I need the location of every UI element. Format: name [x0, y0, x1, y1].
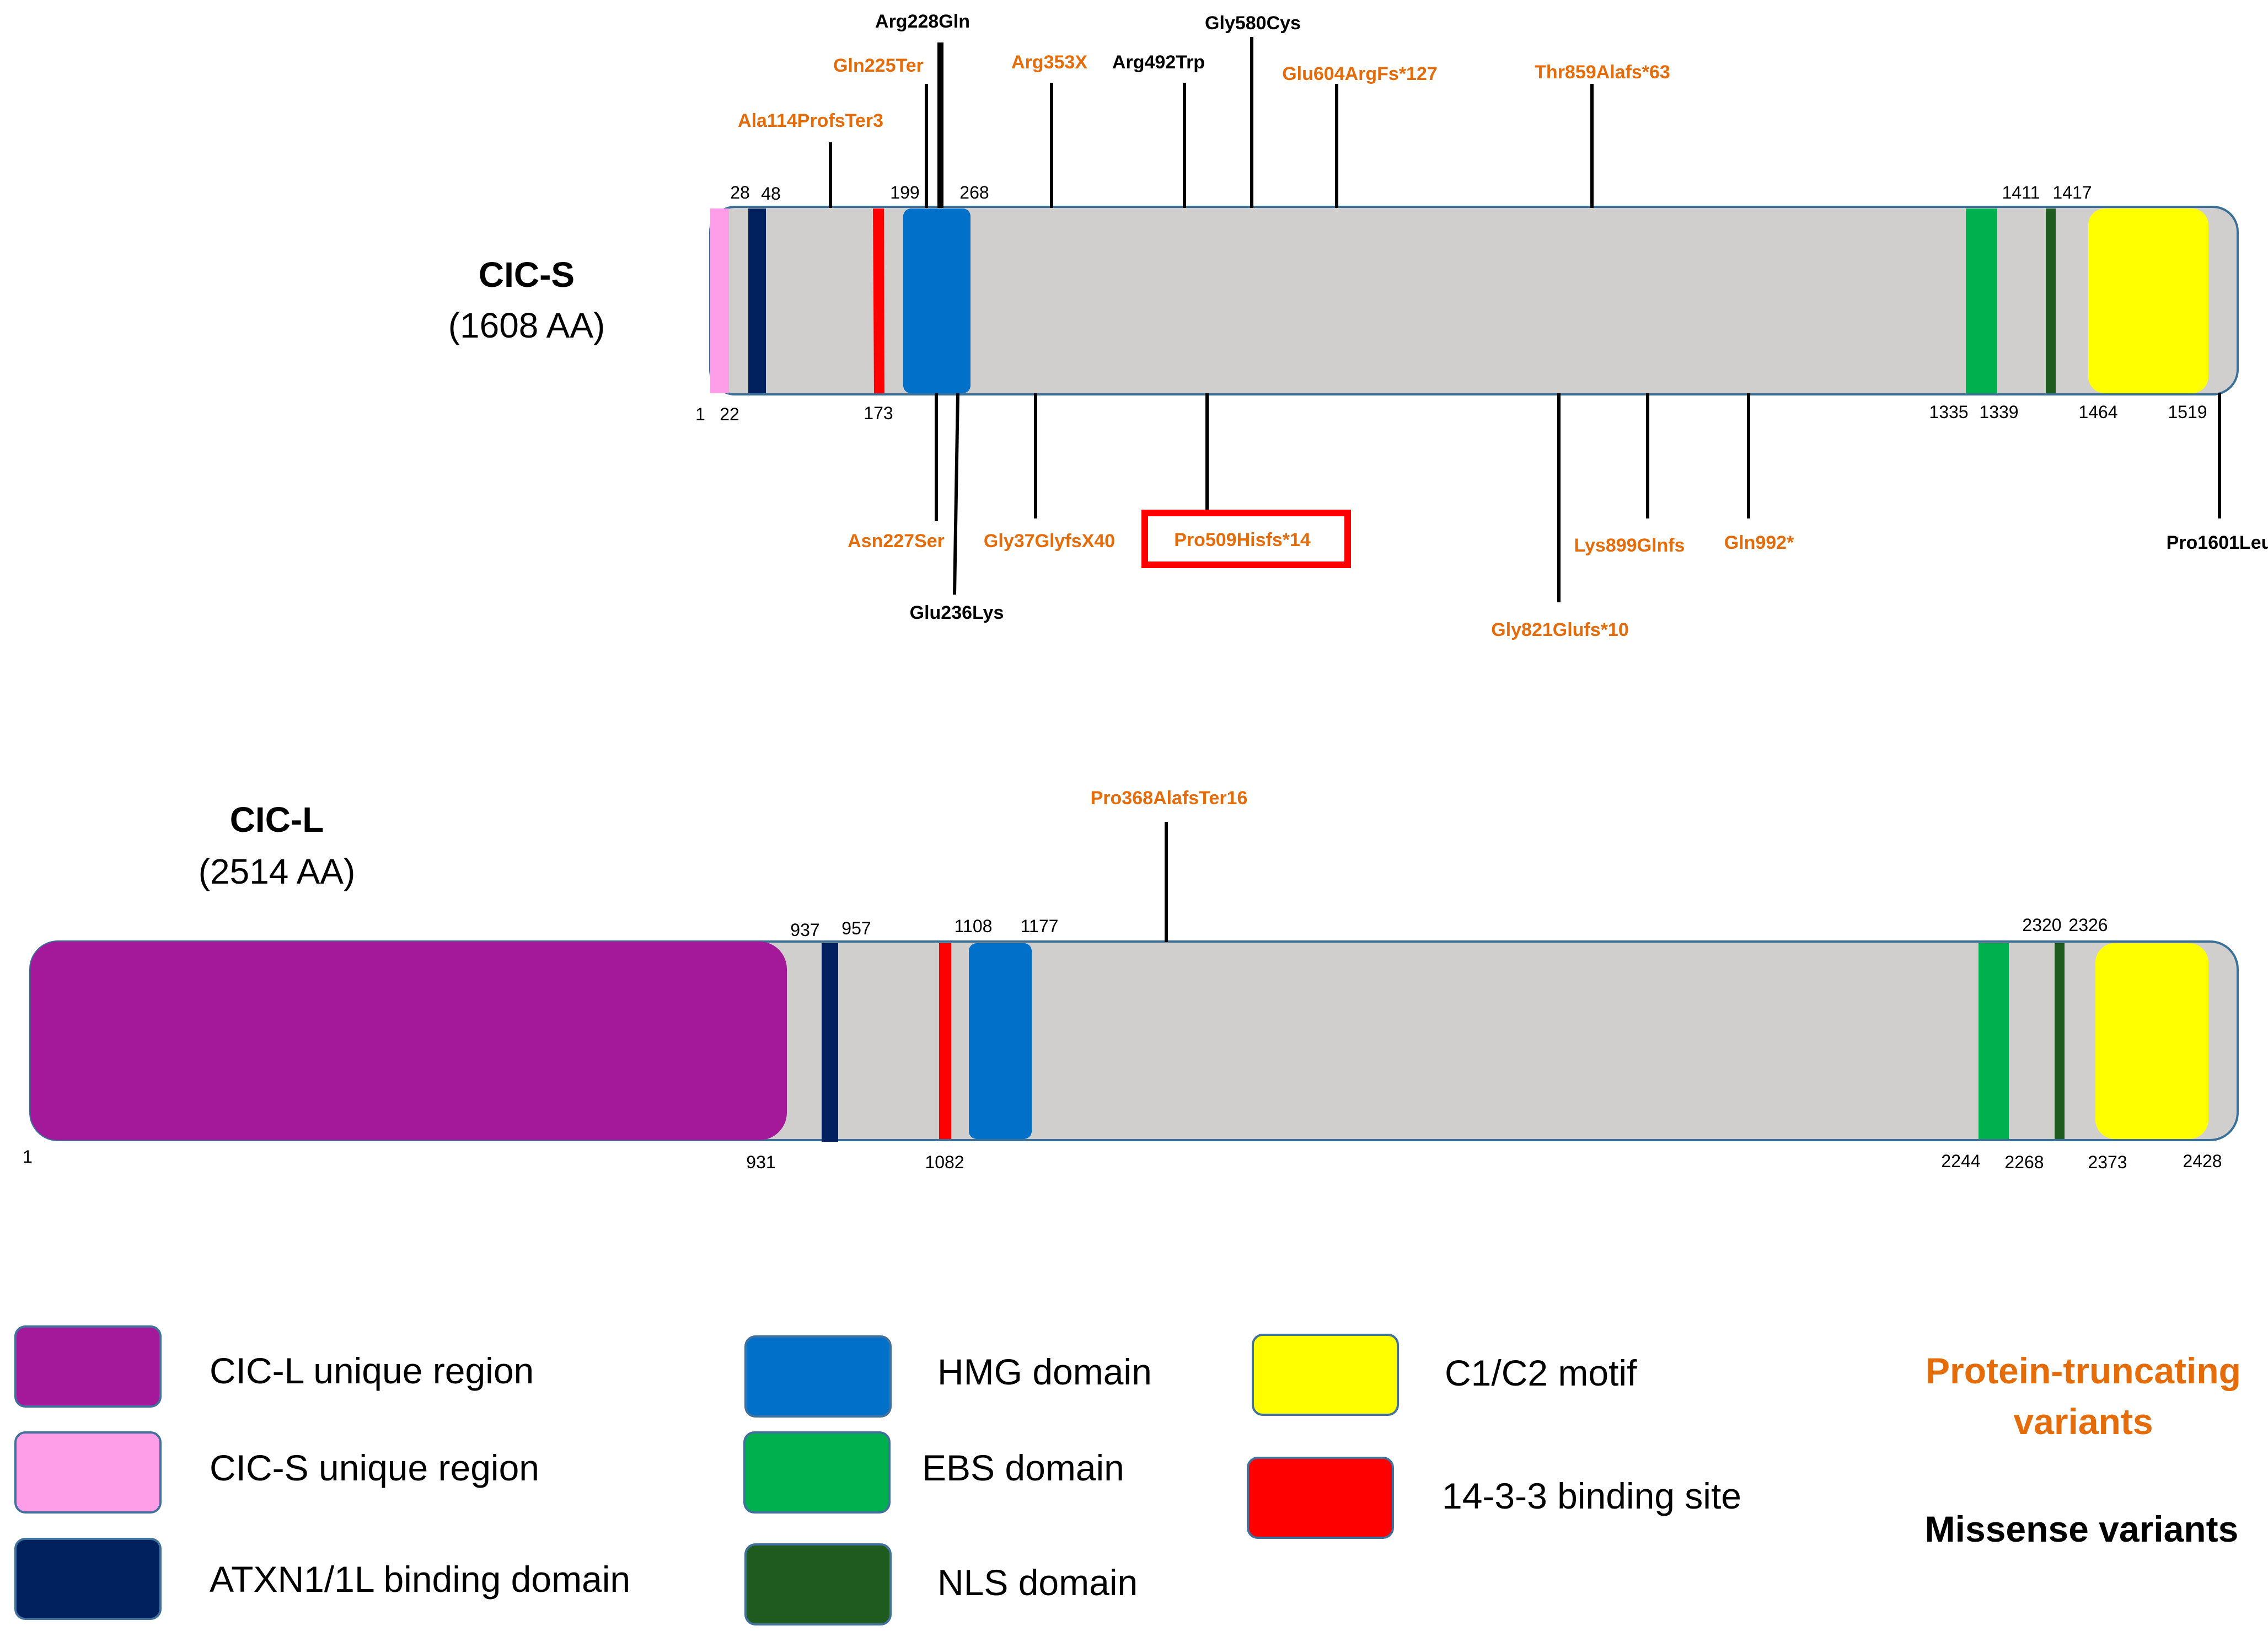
cic-l-pos-bottom: 931 [746, 1152, 775, 1172]
cic-s-pos-top: 28 [730, 183, 750, 202]
legend-label: HMG domain [937, 1351, 1152, 1392]
cic-s-pos-top: 1417 [2052, 183, 2092, 202]
legend-label: CIC-L unique region [210, 1350, 534, 1391]
variant-label-truncating: Arg353X [1011, 52, 1087, 73]
variant-label-truncating: Gly821Glufs*10 [1491, 619, 1628, 640]
variant-label-truncating: Thr859Alafs*63 [1535, 62, 1670, 83]
cic-l-ebs-domain [1979, 943, 2009, 1139]
variant-label-missense: Arg492Trp [1112, 52, 1205, 73]
legend: CIC-L unique region CIC-S unique region … [14, 1325, 2241, 1625]
cic-s-pos-top: 1411 [2002, 183, 2040, 202]
legend-label: C1/C2 motif [1445, 1352, 1637, 1393]
legend-swatch-ebs [743, 1431, 891, 1514]
cic-s-unique-region [710, 208, 729, 393]
cic-l-atxn-domain [822, 943, 838, 1142]
cic-s-length: (1608 AA) [448, 306, 605, 345]
cic-s-track: CIC-S (1608 AA) 28 48 199 268 1411 1417 … [448, 11, 2268, 640]
legend-swatch-nls [744, 1543, 892, 1625]
cic-l-nls-domain [2055, 943, 2065, 1139]
cic-l-pos-bottom: 1 [23, 1147, 33, 1167]
cic-l-pos-top: 2320 [2022, 915, 2061, 935]
legend-swatch-14-3-3 [1247, 1457, 1394, 1539]
legend-swatch-atxn [14, 1538, 162, 1620]
variant-label-missense: Pro1601Leu [2167, 532, 2268, 553]
cic-l-pos-bottom: 2428 [2183, 1151, 2222, 1171]
cic-l-name: CIC-L [230, 800, 324, 839]
variant-label-missense: Gly580Cys [1205, 13, 1301, 34]
cic-l-length: (2514 AA) [199, 852, 356, 891]
cic-s-pos-top: 268 [959, 183, 989, 202]
cic-s-pos-bottom: 173 [864, 403, 893, 423]
variant-label-missense: Arg228Gln [875, 11, 970, 32]
cic-l-pos-bottom: 2373 [2088, 1152, 2127, 1172]
cic-s-pos-bottom: 1335 [1929, 402, 1968, 422]
cic-l-hmg-domain [969, 943, 1032, 1139]
legend-swatch-cic-l-unique [14, 1325, 162, 1408]
cic-l-unique-region [30, 942, 787, 1140]
variant-stem [953, 393, 959, 595]
cic-s-pos-top: 48 [761, 184, 781, 204]
variant-label-truncating: Pro368AlafsTer16 [1091, 788, 1248, 809]
legend-missense-label: Missense variants [1925, 1509, 2239, 1549]
highlight-box [1141, 510, 1351, 568]
cic-l-pos-bottom: 2244 [1941, 1151, 1980, 1171]
cic-l-pos-top: 2326 [2068, 915, 2108, 935]
legend-swatch-c1c2 [1252, 1334, 1399, 1416]
cic-l-pos-top: 957 [841, 918, 871, 938]
cic-s-stems-above [829, 37, 1594, 208]
variant-label-truncating: Ala114ProfsTer3 [738, 110, 883, 131]
cic-l-pos-bottom: 1082 [925, 1152, 964, 1172]
cic-l-14-3-3-site [939, 943, 951, 1139]
cic-s-pos-bottom: 1339 [1979, 402, 2018, 422]
variant-label-truncating: Gln992* [1724, 532, 1794, 553]
cic-s-atxn-domain [748, 208, 766, 393]
cic-l-track: CIC-L (2514 AA) 937 957 1108 1177 2320 2… [23, 788, 2239, 1172]
variant-label-truncating: Asn227Ser [848, 531, 945, 552]
cic-l-c1c2-motif [2095, 943, 2208, 1139]
legend-truncating-label: Protein-truncating [1926, 1350, 2241, 1391]
legend-truncating-label: variants [2013, 1401, 2153, 1442]
cic-s-nls-domain [2046, 208, 2056, 393]
cic-s-name: CIC-S [479, 255, 575, 295]
cic-s-pos-top: 199 [890, 183, 919, 202]
variant-label-truncating: Gln225Ter [833, 55, 924, 76]
legend-swatch-cic-s-unique [14, 1431, 162, 1514]
cic-l-pos-top: 937 [790, 920, 819, 940]
cic-l-pos-top: 1108 [955, 916, 993, 936]
cic-s-ebs-domain [1966, 208, 1997, 393]
cic-s-pos-bottom: 1464 [2078, 402, 2117, 422]
legend-label: NLS domain [937, 1562, 1138, 1603]
cic-s-stems-below [935, 393, 2221, 602]
legend-label: CIC-S unique region [210, 1447, 539, 1488]
legend-swatch-hmg [744, 1335, 892, 1418]
variant-label-missense: Glu236Lys [910, 602, 1004, 623]
legend-label: 14-3-3 binding site [1442, 1475, 1741, 1516]
cic-s-14-3-3-site [873, 208, 884, 393]
legend-label: EBS domain [922, 1447, 1124, 1488]
variant-label-truncating: Glu604ArgFs*127 [1282, 63, 1438, 84]
variant-label-truncating: Lys899Glnfs [1574, 535, 1685, 556]
cic-s-c1c2-motif [2088, 208, 2208, 393]
cic-s-pos-bottom: 1 [695, 404, 705, 424]
cic-s-pos-bottom: 1519 [2168, 402, 2207, 422]
variant-label-truncating-highlighted: Pro509Hisfs*14 [1174, 530, 1311, 550]
cic-s-hmg-domain [903, 208, 971, 393]
cic-l-pos-bottom: 2268 [2004, 1152, 2044, 1172]
cic-s-pos-bottom: 22 [720, 404, 739, 424]
legend-label: ATXN1/1L binding domain [210, 1559, 630, 1600]
variant-label-truncating: Gly37GlyfsX40 [984, 531, 1115, 552]
cic-l-pos-top: 1177 [1021, 916, 1059, 936]
